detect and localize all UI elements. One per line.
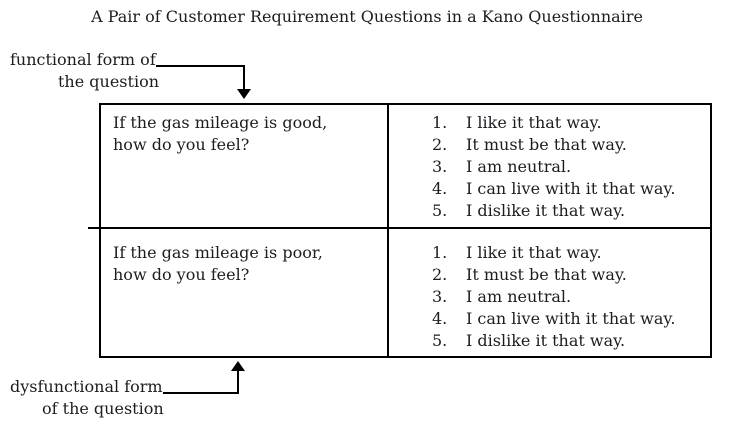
answer-option: 5. I dislike it that way. xyxy=(432,200,706,222)
option-text: It must be that way. xyxy=(466,135,627,154)
answer-option: 2. It must be that way. xyxy=(432,264,706,286)
dysfunctional-form-label-text: dysfunctional form xyxy=(10,377,163,396)
option-text: I can live with it that way. xyxy=(466,179,676,198)
answer-option: 4. I can live with it that way. xyxy=(432,178,706,200)
option-text: I am neutral. xyxy=(466,157,572,176)
option-number: 5. xyxy=(432,331,448,350)
dysfunctional-connector-underline xyxy=(162,392,239,394)
option-number: 4. xyxy=(432,309,448,328)
row-divider-tick xyxy=(88,227,101,229)
dysfunctional-form-label: dysfunctional form of the question xyxy=(10,376,239,420)
arrow-up-icon xyxy=(231,361,245,371)
option-text: I dislike it that way. xyxy=(466,331,626,350)
option-number: 1. xyxy=(432,113,448,132)
option-number: 4. xyxy=(432,179,448,198)
option-number: 3. xyxy=(432,157,448,176)
functional-form-label-text: functional form of xyxy=(10,50,156,69)
option-text: It must be that way. xyxy=(466,265,627,284)
functional-form-label-line2: the question xyxy=(58,72,159,91)
option-number: 5. xyxy=(432,201,448,220)
answer-option: 3. I am neutral. xyxy=(432,156,706,178)
arrow-down-icon xyxy=(237,89,251,99)
answer-option: 4. I can live with it that way. xyxy=(432,308,706,330)
question-line: If the gas mileage is good, xyxy=(113,113,328,132)
functional-question-cell: If the gas mileage is good, how do you f… xyxy=(101,105,389,229)
option-text: I like it that way. xyxy=(466,113,602,132)
question-line: how do you feel? xyxy=(113,265,250,284)
functional-form-label: functional form of the question xyxy=(10,49,245,93)
dysfunctional-options-cell: 1. I like it that way. 2. It must be that … xyxy=(389,229,710,356)
option-text: I like it that way. xyxy=(466,243,602,262)
option-text: I can live with it that way. xyxy=(466,309,676,328)
answer-option: 3. I am neutral. xyxy=(432,286,706,308)
answer-option: 1. I like it that way. xyxy=(432,112,706,134)
answer-option: 5. I dislike it that way. xyxy=(432,330,706,352)
option-number: 2. xyxy=(432,265,448,284)
dysfunctional-form-label-line1: dysfunctional form xyxy=(10,376,239,398)
question-line: how do you feel? xyxy=(113,135,250,154)
option-text: I am neutral. xyxy=(466,287,572,306)
dysfunctional-form-label-line2: of the question xyxy=(42,399,164,418)
option-number: 1. xyxy=(432,243,448,262)
dysfunctional-question-cell: If the gas mileage is poor, how do you f… xyxy=(101,229,389,356)
option-number: 3. xyxy=(432,287,448,306)
figure-title: A Pair of Customer Requirement Questions… xyxy=(91,7,643,26)
functional-connector-underline xyxy=(155,65,245,67)
option-number: 2. xyxy=(432,135,448,154)
functional-connector-stem xyxy=(243,65,245,90)
option-text: I dislike it that way. xyxy=(466,201,626,220)
answer-option: 1. I like it that way. xyxy=(432,242,706,264)
dysfunctional-connector-stem xyxy=(237,369,239,393)
functional-options-cell: 1. I like it that way. 2. It must be that … xyxy=(389,105,710,229)
functional-form-label-line1: functional form of xyxy=(10,49,245,71)
kano-question-table: If the gas mileage is good, how do you f… xyxy=(99,103,712,358)
question-line: If the gas mileage is poor, xyxy=(113,243,323,262)
answer-option: 2. It must be that way. xyxy=(432,134,706,156)
